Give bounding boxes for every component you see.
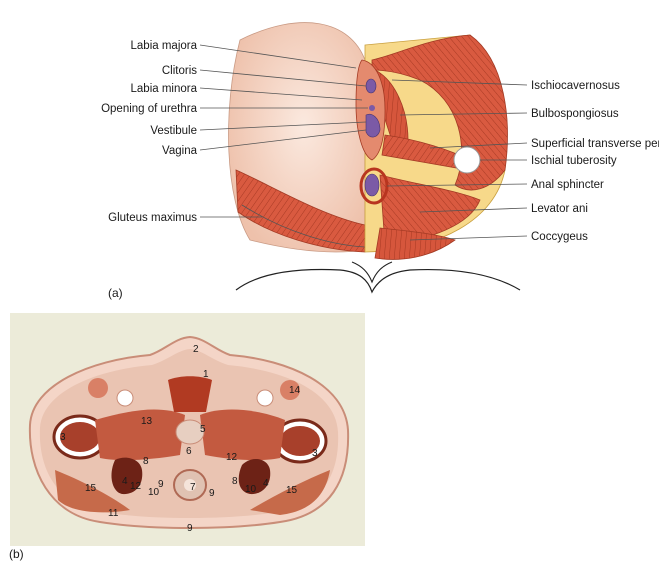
- label-opening-of-urethra: Opening of urethra: [101, 103, 198, 115]
- num-label: 4: [263, 478, 269, 489]
- num-label: 12: [226, 452, 238, 463]
- num-label: 7: [190, 482, 196, 493]
- label-bulbospongiosus: Bulbospongiosus: [531, 108, 619, 120]
- label-clitoris: Clitoris: [162, 65, 197, 77]
- num-label: 15: [286, 485, 298, 496]
- label-vestibule: Vestibule: [150, 125, 197, 137]
- label-levator-ani: Levator ani: [531, 203, 588, 215]
- label-ischial-tuberosity: Ischial tuberosity: [531, 155, 617, 167]
- label-anal-sphincter: Anal sphincter: [531, 179, 604, 191]
- num-label: 1: [203, 369, 209, 380]
- num-label: 9: [209, 488, 215, 499]
- num-label: 3: [60, 432, 66, 443]
- panel-b-label: (b): [9, 547, 24, 561]
- num-label: 15: [85, 483, 97, 494]
- label-gluteus-maximus: Gluteus maximus: [108, 212, 197, 224]
- panel-a-label: (a): [108, 286, 123, 300]
- label-labia-minora: Labia minora: [131, 83, 198, 95]
- panel-b-histology: [10, 313, 365, 546]
- num-label: 3: [312, 448, 318, 459]
- num-label: 5: [200, 424, 206, 435]
- label-coccygeus: Coccygeus: [531, 231, 588, 243]
- num-label: 11: [108, 508, 119, 519]
- num-label: 2: [193, 344, 199, 355]
- num-label: 4: [122, 476, 128, 487]
- num-label: 10: [245, 484, 257, 495]
- num-label: 6: [186, 446, 192, 457]
- label-ischiocavernosus: Ischiocavernosus: [531, 80, 620, 92]
- num-label: 9: [158, 479, 164, 490]
- label-superficial-transverse-perinei: Superficial transverse perinei: [531, 138, 659, 150]
- label-vagina: Vagina: [162, 145, 198, 157]
- num-label: 12: [130, 481, 142, 492]
- num-label: 8: [143, 456, 149, 467]
- num-label: 14: [289, 385, 301, 396]
- num-label: 8: [232, 476, 238, 487]
- panel-a-illustration: [229, 23, 520, 292]
- label-labia-majora: Labia majora: [131, 40, 198, 52]
- num-label: 9: [187, 523, 193, 534]
- num-label: 13: [141, 416, 153, 427]
